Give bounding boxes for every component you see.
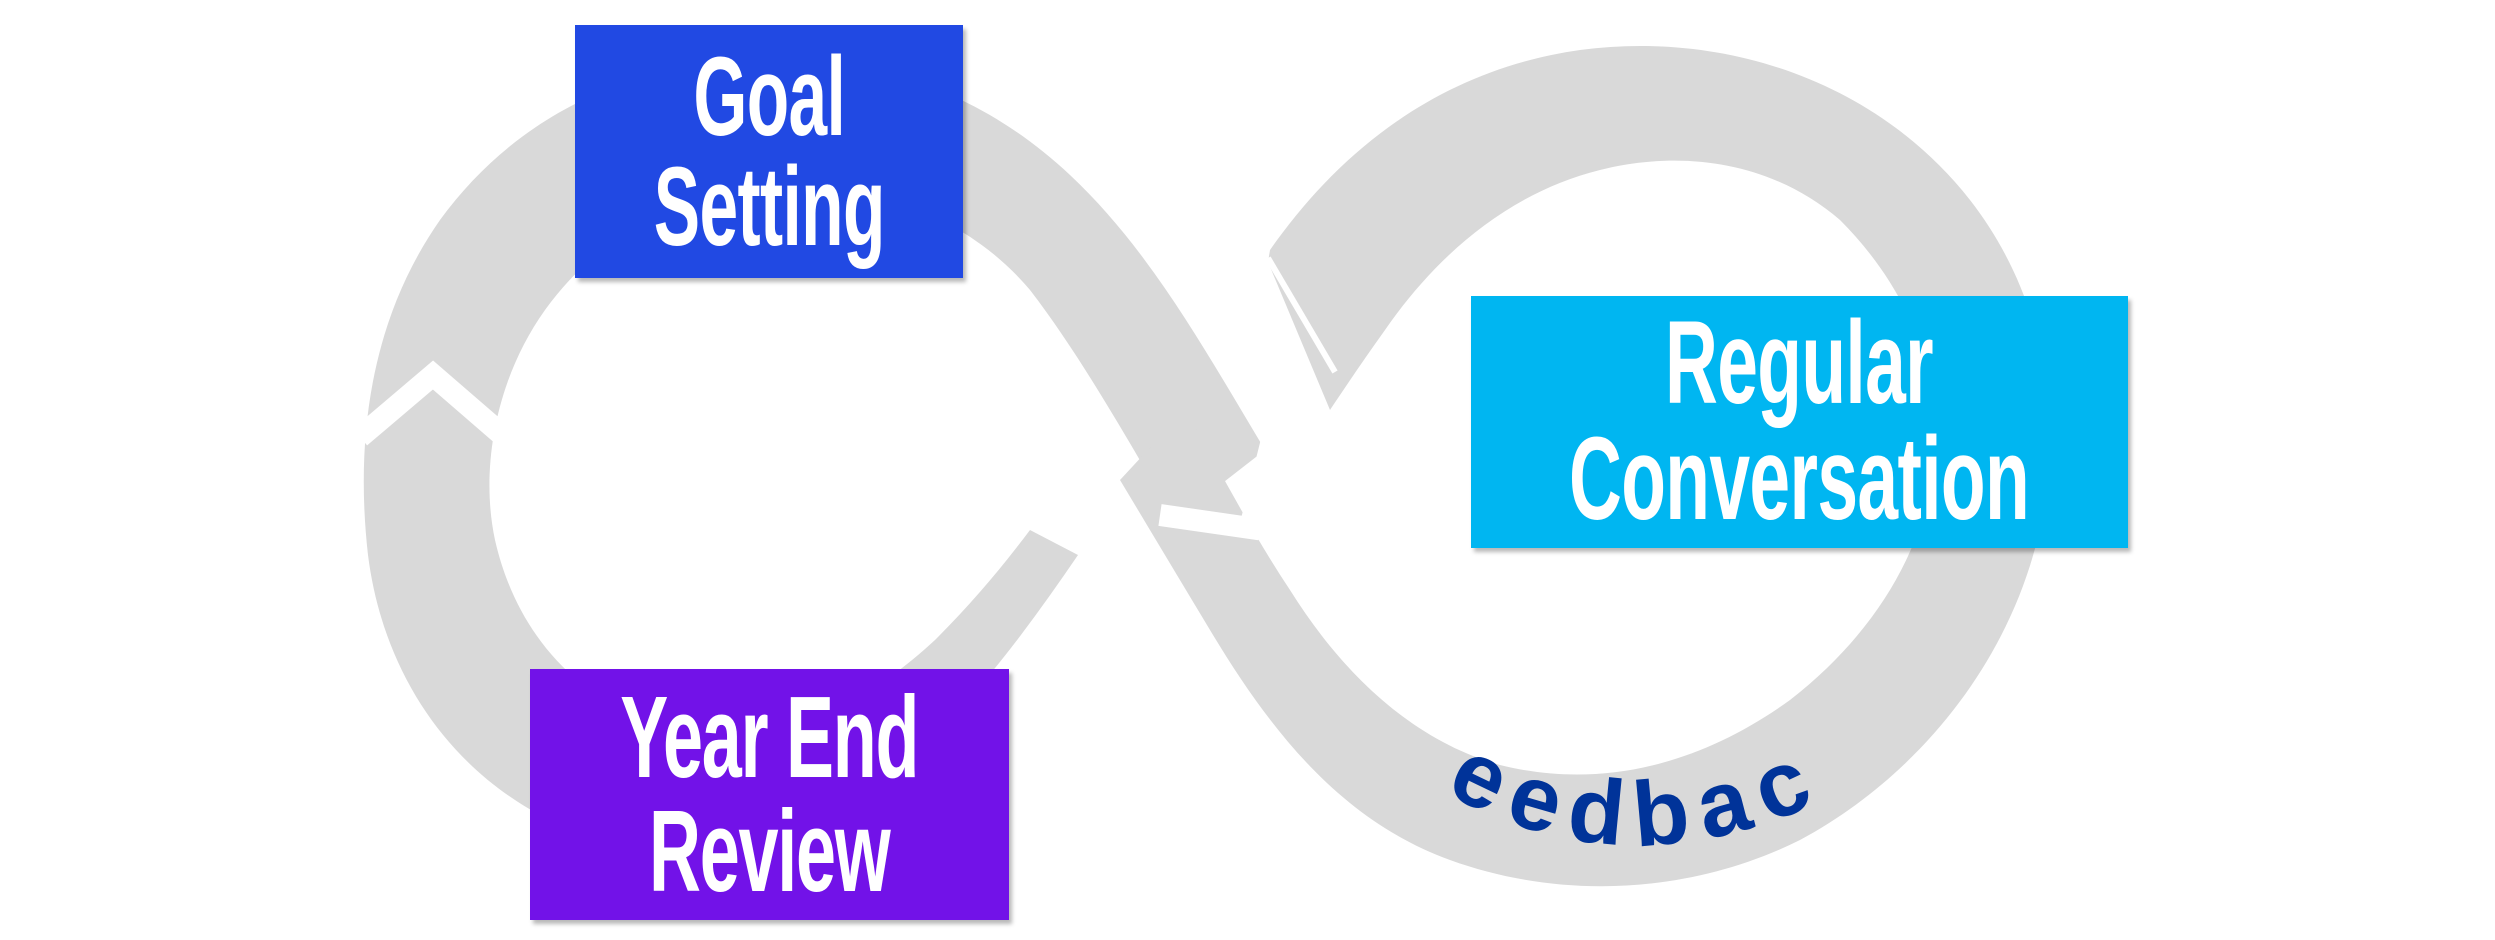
regular-conversation-line-2: Conversation — [1569, 413, 2030, 545]
goal-setting-label: Goal Setting — [653, 33, 886, 269]
regular-conversation-box: Regular Conversation — [1471, 296, 2128, 548]
right-loop-band — [1120, 45, 2050, 887]
regular-conversation-label: Regular Conversation — [1569, 297, 2030, 545]
loop-gaps — [352, 256, 1374, 606]
year-end-review-label: Year End Review — [620, 671, 920, 916]
year-end-review-line-1: Year End — [620, 671, 920, 802]
year-end-review-line-2: Review — [649, 785, 891, 916]
left-chevron-gap — [352, 360, 508, 446]
year-end-review-box: Year End Review — [530, 669, 1009, 920]
regular-conversation-line-1: Regular — [1665, 297, 1934, 430]
goal-setting-line-2: Setting — [653, 143, 886, 269]
right-loop — [1120, 45, 2050, 887]
goal-setting-line-1: Goal — [693, 33, 845, 159]
goal-setting-box: Goal Setting — [575, 25, 963, 278]
crossing-gap — [1263, 434, 1374, 606]
center-chevron-gap — [1158, 437, 1283, 541]
upper-crossing-gap — [1265, 256, 1338, 374]
